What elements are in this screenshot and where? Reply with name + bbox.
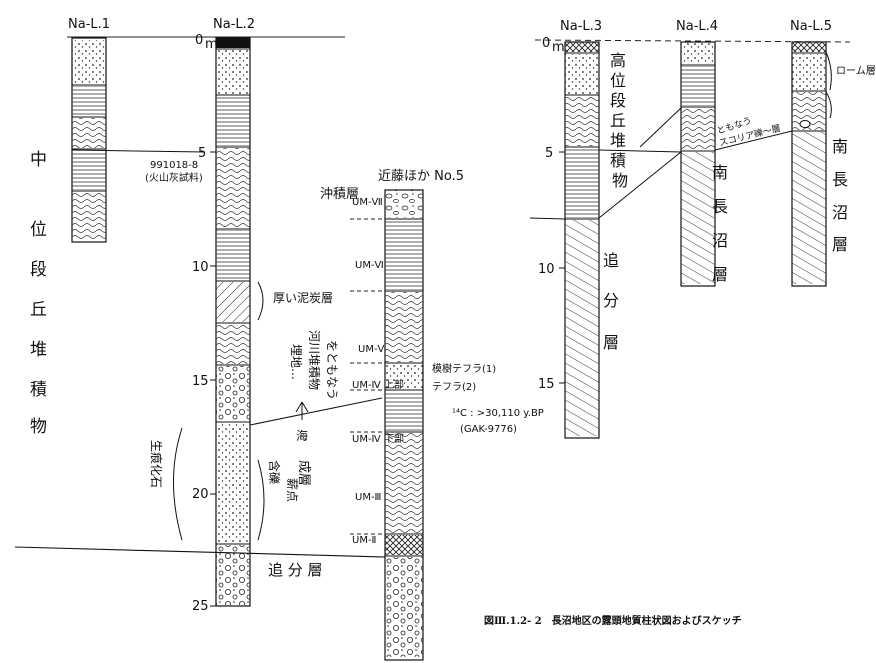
column-na-l1 xyxy=(71,37,107,243)
char: 物 xyxy=(612,171,628,190)
char: 積 xyxy=(30,380,47,400)
unit-um6: UM-Ⅵ xyxy=(355,260,384,271)
char: 位 xyxy=(30,220,47,240)
label-gravel-b: 薪点 xyxy=(285,478,299,502)
depth-20-left: 20 xyxy=(192,487,209,502)
depth-25-left: 25 xyxy=(192,599,209,614)
column-na-l2 xyxy=(215,37,251,607)
label-tephra2: テフラ(2) xyxy=(432,381,476,393)
unit-um3: UM-Ⅲ xyxy=(355,492,381,503)
char: 丘 xyxy=(610,111,626,130)
label-river-b: 河川堆積物 xyxy=(307,330,322,390)
char: 段 xyxy=(30,260,47,280)
depth-5-left: 5 xyxy=(198,146,206,161)
label-river-a: 埋地… xyxy=(289,344,303,380)
column-title-l2: Na-L.2 xyxy=(213,17,255,32)
label-chui-dankyu: 中 位 段 丘 堆 積 物 xyxy=(30,150,47,437)
brackets-left xyxy=(173,281,309,541)
label-oiwake-bottom: 追 分 層 xyxy=(268,561,323,579)
char: 層 xyxy=(603,333,619,352)
char: 分 xyxy=(603,291,619,310)
column-title-l4: Na-L.4 xyxy=(676,19,718,34)
label-minami-l5: 南 長 沼 層 xyxy=(832,137,848,254)
char: 堆 xyxy=(30,340,47,360)
sample-note: (火山灰試料) xyxy=(145,171,203,184)
label-oiwake-right: 追 分 層 xyxy=(603,251,619,352)
depth-axis-right xyxy=(559,151,565,384)
label-c14: ¹⁴C : >30,110 y.BP xyxy=(452,408,544,419)
label-koui-dankyu: 高 位 段 丘 堆 積 物 xyxy=(610,51,628,190)
depth-unit-right: m xyxy=(552,40,565,55)
unit-um7: UM-Ⅶ xyxy=(352,197,383,208)
depth-15-left: 15 xyxy=(192,374,209,389)
char: 南 xyxy=(712,163,728,182)
column-title-l3: Na-L.3 xyxy=(560,19,602,34)
char: 堆 xyxy=(610,131,626,150)
char: 追 xyxy=(603,251,619,270)
figure-caption: 図Ⅲ.1.2- 2 長沼地区の露頭地質柱状図およびスケッチ xyxy=(484,616,742,627)
char: 長 xyxy=(712,197,728,216)
depth-unit-left: m xyxy=(205,37,218,52)
correlation-line-l2-kondo xyxy=(249,397,383,426)
char: 南 xyxy=(832,137,848,156)
unit-um5: UM-Ⅴ xyxy=(358,344,385,355)
label-minami-l4: 南 長 沼 層 xyxy=(712,163,728,284)
char: 積 xyxy=(610,151,626,170)
label-river-c: をともなう xyxy=(325,340,339,400)
depth-10-right: 10 xyxy=(538,262,555,277)
label-gak: (GAK-9776) xyxy=(460,424,517,435)
char: 段 xyxy=(610,91,626,110)
label-gravel-a: 含礫 xyxy=(267,460,282,484)
label-loam: ローム層 xyxy=(836,65,876,77)
char: 沼 xyxy=(712,231,728,250)
char: 層 xyxy=(832,235,848,254)
depth-axis-left xyxy=(210,151,216,607)
column-title-kondo: 近藤ほか No.5 xyxy=(378,169,464,184)
char: 沼 xyxy=(832,203,848,222)
depth-15-right: 15 xyxy=(538,377,555,392)
char: 層 xyxy=(712,265,728,284)
char: 位 xyxy=(610,71,626,90)
char: 丘 xyxy=(30,300,47,320)
column-na-l4 xyxy=(680,41,716,287)
char: 物 xyxy=(30,417,47,437)
char: 高 xyxy=(610,51,626,70)
label-gravel-c: 成層 xyxy=(296,460,311,486)
kondo-unit-dividers xyxy=(350,218,385,535)
column-title-l1: Na-L.1 xyxy=(68,17,110,32)
unit-um4-upper: UM-Ⅳ 上部 xyxy=(352,378,404,391)
depth-5-right: 5 xyxy=(545,146,553,161)
unit-um2: UM-Ⅱ xyxy=(352,535,376,546)
depth-0-right: 0 xyxy=(542,36,550,51)
column-na-l5 xyxy=(791,41,827,287)
column-na-l3 xyxy=(564,41,600,439)
label-sea: 海 xyxy=(296,428,308,443)
correlation-line-l1-l2 xyxy=(71,149,206,153)
depth-10-left: 10 xyxy=(192,260,209,275)
oiwake-boundary-line xyxy=(14,546,386,558)
label-chuseki: 沖積層 xyxy=(320,187,359,202)
label-tephra1: 模樹テフラ(1) xyxy=(432,362,496,375)
unit-um4-lower: UM-Ⅳ 下部 xyxy=(352,432,404,445)
correlation-lines-right xyxy=(529,51,832,220)
sample-id: 991018-8 xyxy=(150,160,198,171)
char: 中 xyxy=(30,150,47,170)
column-kondo-no5 xyxy=(384,189,424,661)
column-title-l5: Na-L.5 xyxy=(790,19,832,34)
label-thick-mud: 厚い泥炭層 xyxy=(273,291,333,305)
char: 長 xyxy=(832,170,848,189)
label-trace-fossil: 生痕化石 xyxy=(149,440,164,488)
depth-0-left: 0 xyxy=(195,33,203,48)
